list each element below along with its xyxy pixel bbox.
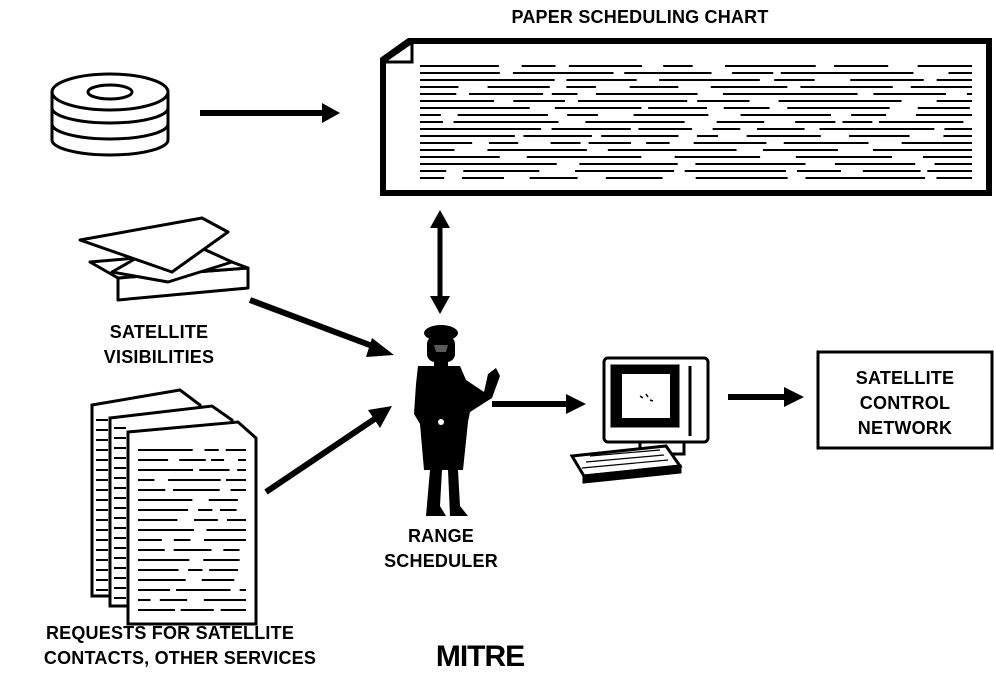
arrow-computer-to-network [728,387,804,407]
person-icon [414,325,500,516]
arrow-scheduler-to-computer [492,394,586,414]
network-box [816,350,994,450]
arrow-disk-to-chart [200,103,340,123]
scheduling-chart-icon [380,38,992,196]
mitre-logo: MITRE [435,640,525,673]
scheduler-label-line2: SCHEDULER [384,551,498,571]
network-label-line1: SATELLITE [855,368,955,388]
visibilities-label-line2: VISIBILITIES [103,347,215,367]
network-label-line3: NETWORK [857,418,953,438]
visibilities-label-line1: SATELLITE [109,322,209,342]
arrow-chart-scheduler [430,210,450,314]
requests-label-line1: REQUESTS FOR SATELLITE [45,623,295,643]
paper-stack-icon [78,216,250,302]
disk-stack-icon [50,72,170,157]
arrow-visibilities-to-scheduler [248,297,394,357]
chart-title: PAPER SCHEDULING CHART [511,7,769,27]
requests-label-line2: CONTACTS, OTHER SERVICES [43,648,317,668]
computer-terminal-icon [569,356,710,484]
scheduler-label-line1: RANGE [407,526,474,546]
arrow-requests-to-scheduler [264,406,392,495]
document-stack-icon [90,388,258,626]
network-label-line2: CONTROL [859,393,951,413]
